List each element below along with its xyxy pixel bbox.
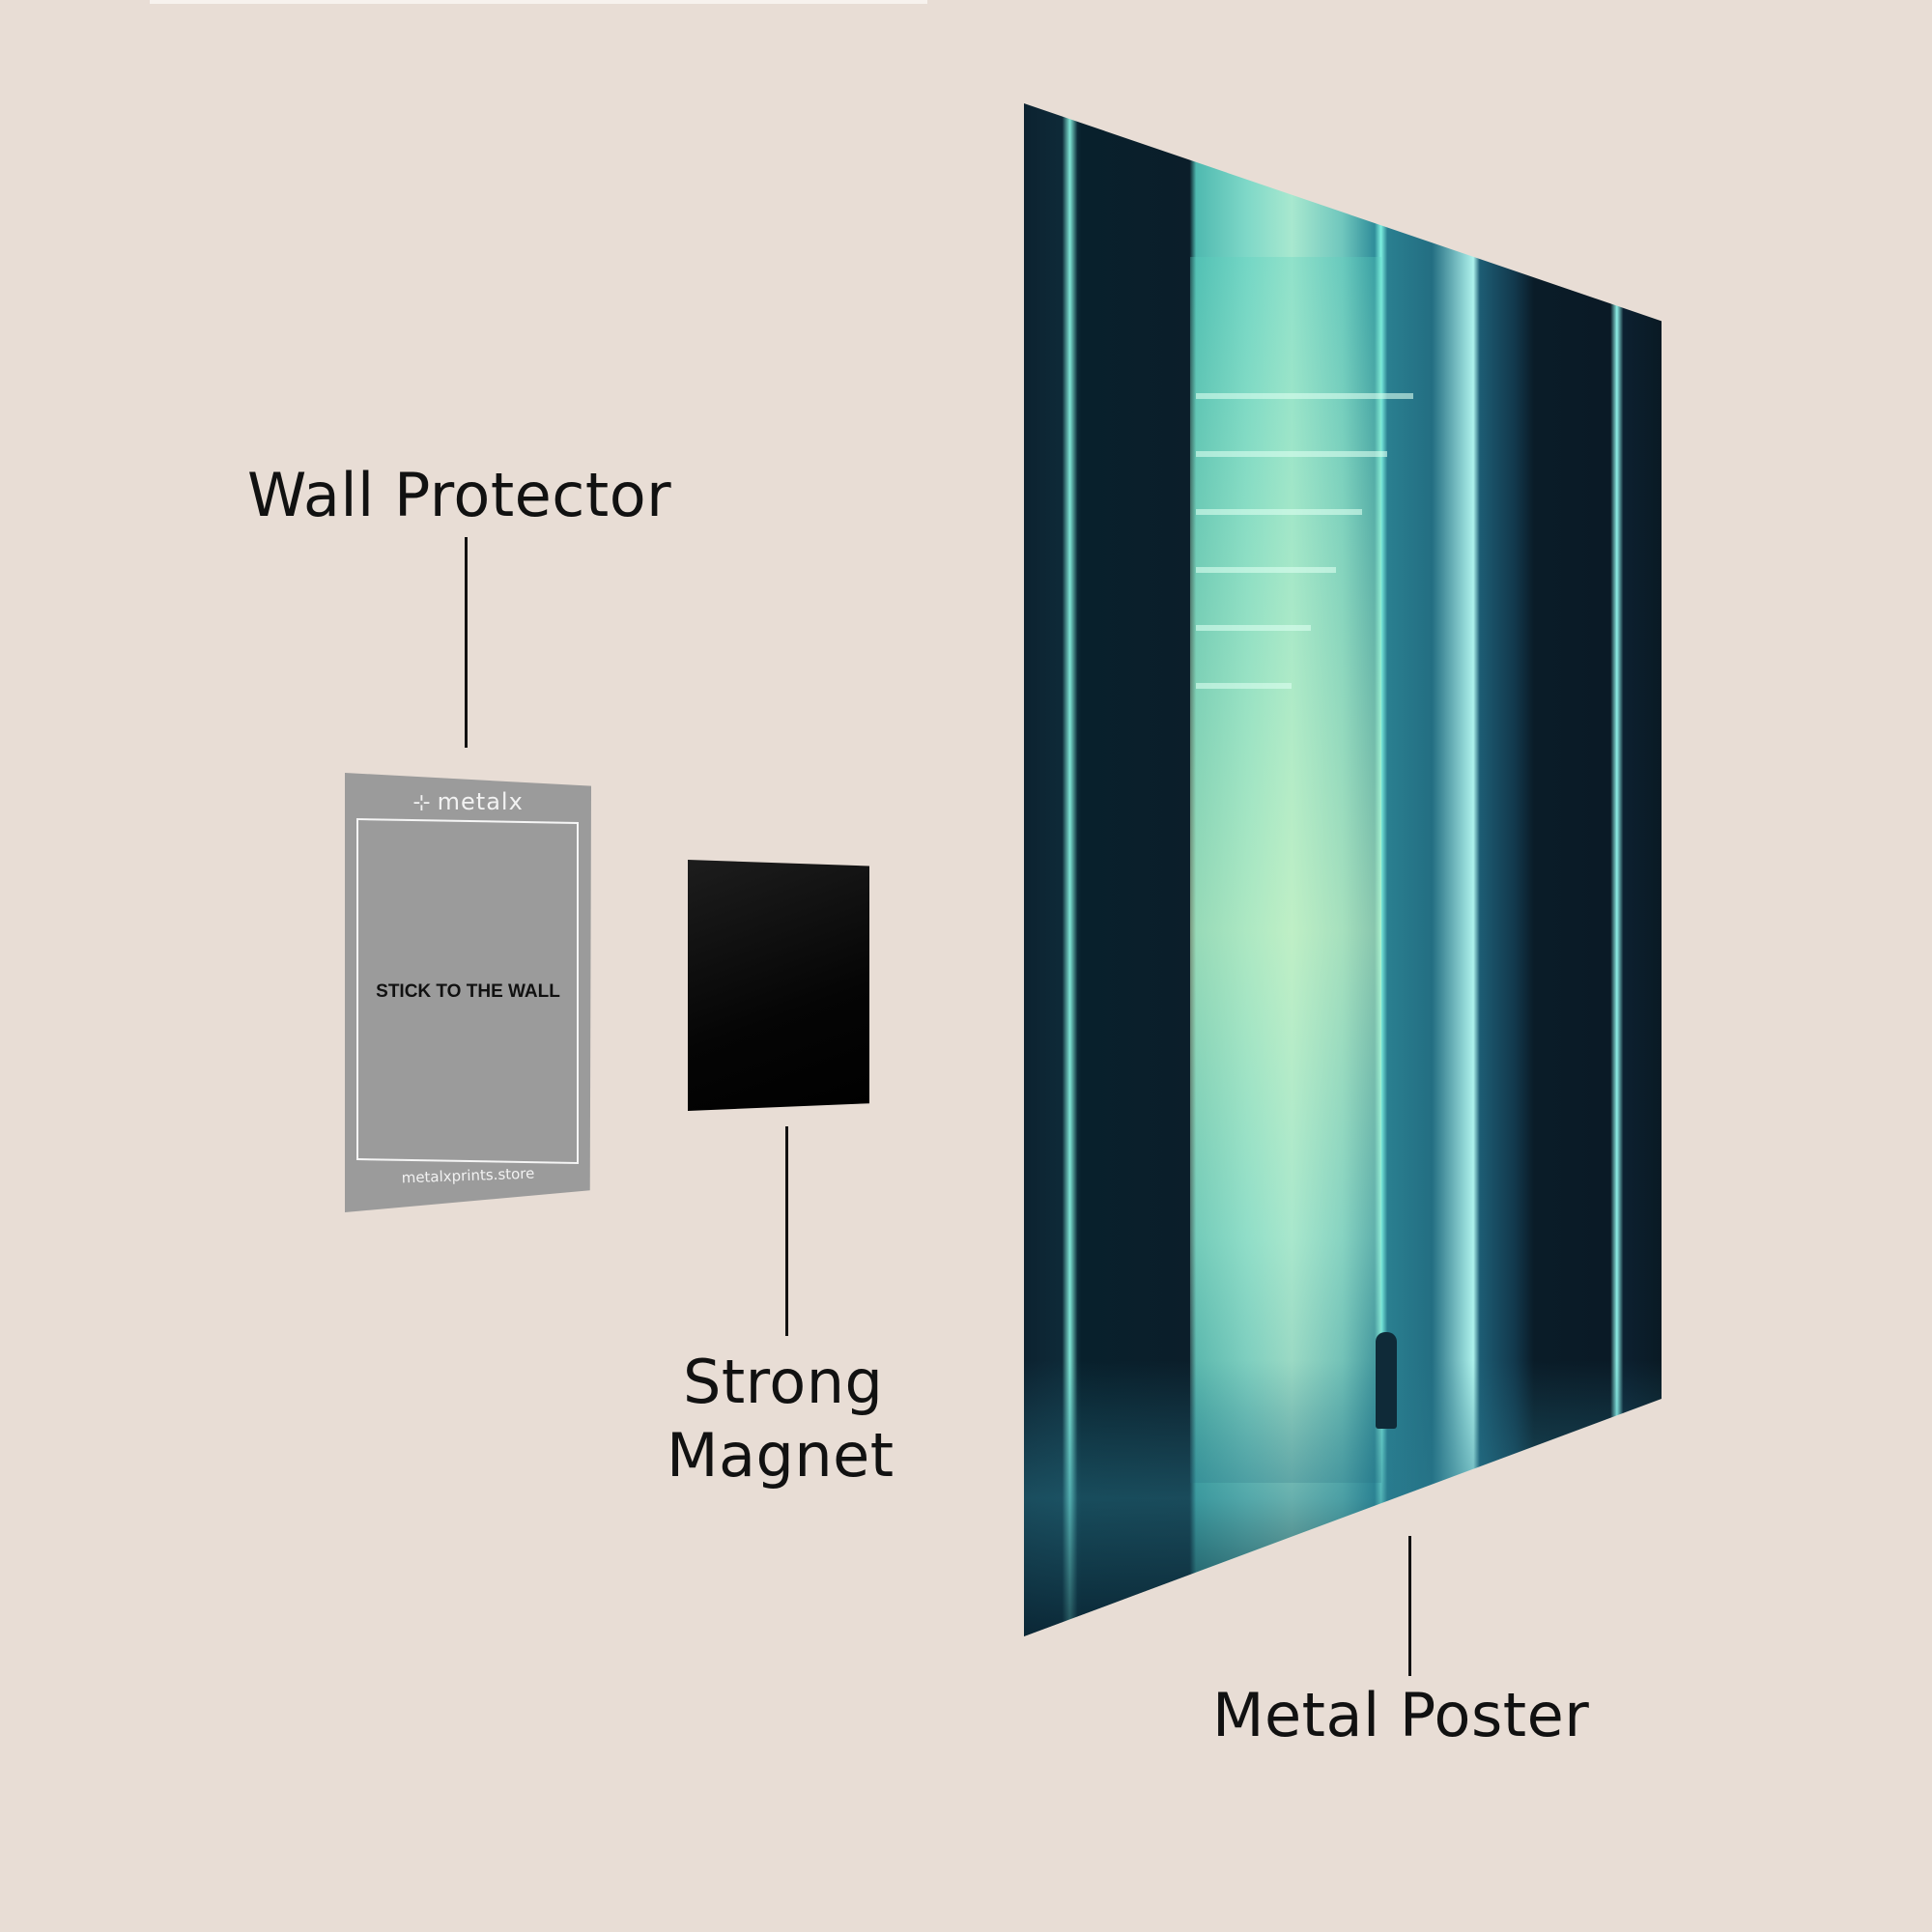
poster-light-beam xyxy=(1196,509,1362,515)
poster-light-beam xyxy=(1196,393,1413,399)
brand-name: metalx xyxy=(437,788,524,815)
wall-protector-leader-line xyxy=(465,537,468,748)
brand-logo: ⊹metalx xyxy=(345,788,591,815)
poster-corridor-glow xyxy=(1189,256,1381,1484)
slash-cross-logo-icon: ⊹ xyxy=(412,791,432,815)
top-strip xyxy=(150,0,927,4)
metal-poster xyxy=(1024,103,1662,1636)
strong-magnet xyxy=(688,860,869,1111)
poster-light-beam xyxy=(1196,625,1311,631)
poster-leader-line xyxy=(1408,1536,1411,1676)
poster-light-beam xyxy=(1196,451,1388,457)
strong-magnet-label-line2: Magnet xyxy=(667,1420,895,1491)
magnet-leader-line xyxy=(785,1126,788,1336)
metal-poster-label: Metal Poster xyxy=(1212,1680,1590,1750)
instruction-text: STICK TO THE WALL xyxy=(376,981,560,1002)
wall-protector-card: ⊹metalx STICK TO THE WALL metalxprints.s… xyxy=(345,773,591,1212)
strong-magnet-label-line1: Strong xyxy=(683,1347,884,1417)
wall-protector-label: Wall Protector xyxy=(247,460,672,530)
poster-light-beam xyxy=(1196,683,1293,689)
website-text: metalxprints.store xyxy=(401,1164,535,1187)
poster-light-beam xyxy=(1196,567,1337,573)
poster-floor xyxy=(1024,1360,1662,1636)
poster-person-silhouette xyxy=(1376,1332,1397,1429)
